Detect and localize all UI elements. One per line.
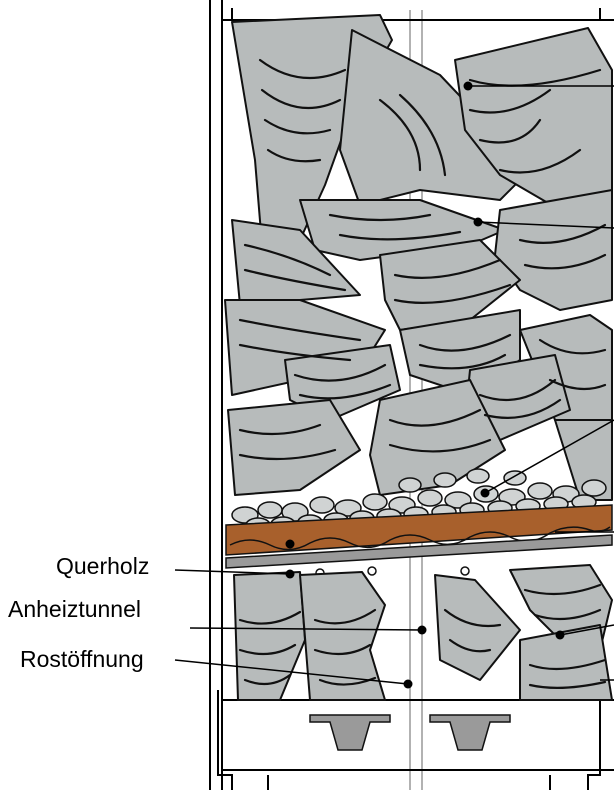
label-rostoeffnung: Rostöffnung — [20, 648, 144, 671]
label-querholz: Querholz — [56, 555, 149, 578]
wood-stack-upper — [225, 15, 612, 500]
label-anheiztunnel: Anheiztunnel — [8, 598, 141, 621]
